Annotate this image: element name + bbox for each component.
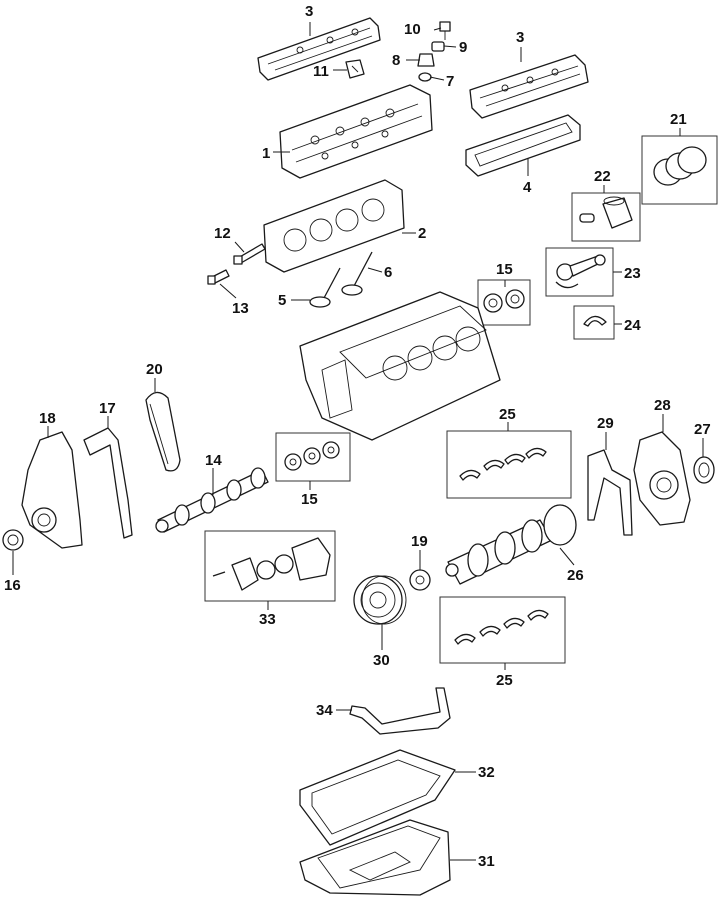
- callout-17: 17: [99, 400, 116, 417]
- callout-6: 6: [384, 264, 392, 281]
- callout-14: 14: [205, 452, 222, 469]
- head-gasket[interactable]: [263, 179, 405, 273]
- callout-3-right: 3: [516, 29, 524, 46]
- camshaft[interactable]: [155, 467, 269, 533]
- callout-22: 22: [594, 168, 611, 185]
- callout-9: 9: [459, 39, 467, 56]
- callout-15-top: 15: [496, 261, 513, 278]
- bolt-13[interactable]: [207, 269, 230, 285]
- callout-3-left: 3: [305, 3, 313, 20]
- valve-cover-right[interactable]: [469, 54, 589, 119]
- callout-1: 1: [262, 145, 270, 162]
- cam-bearings-top[interactable]: [477, 279, 531, 326]
- intake-valve-5[interactable]: [309, 267, 341, 308]
- cylinder-head[interactable]: [279, 84, 433, 179]
- valve-8[interactable]: [417, 53, 435, 67]
- piston-and-pin[interactable]: [571, 192, 641, 242]
- rear-cover-gasket[interactable]: [587, 449, 633, 536]
- oil-pump-assembly[interactable]: [204, 530, 336, 602]
- cam-bearings-middle[interactable]: [275, 432, 351, 482]
- callout-33: 33: [259, 611, 276, 628]
- harmonic-balancer[interactable]: [353, 575, 407, 625]
- main-bearings-upper[interactable]: [446, 430, 572, 499]
- callout-11: 11: [313, 63, 329, 80]
- exhaust-valve-6[interactable]: [341, 251, 373, 296]
- oil-pan[interactable]: [299, 819, 451, 896]
- head-bolt-12[interactable]: [233, 243, 266, 265]
- callout-16: 16: [4, 577, 21, 594]
- crank-sprocket[interactable]: [409, 569, 431, 591]
- callout-10: 10: [404, 21, 421, 38]
- connecting-rod[interactable]: [545, 247, 614, 297]
- callout-30: 30: [373, 652, 390, 669]
- engine-block[interactable]: [299, 291, 501, 441]
- callout-27: 27: [694, 421, 711, 438]
- callout-31: 31: [478, 853, 495, 870]
- callout-25-bottom: 25: [496, 672, 513, 689]
- piston-rings[interactable]: [641, 135, 718, 205]
- callout-15-middle: 15: [301, 491, 318, 508]
- callout-2: 2: [418, 225, 426, 242]
- rod-bearing[interactable]: [573, 305, 615, 340]
- valve-cover-gasket[interactable]: [465, 114, 581, 177]
- oil-pan-gasket[interactable]: [299, 749, 456, 846]
- timing-cover[interactable]: [21, 431, 83, 549]
- oil-pickup-tube[interactable]: [349, 687, 451, 735]
- callout-23: 23: [624, 265, 641, 282]
- callout-32: 32: [478, 764, 495, 781]
- callout-19: 19: [411, 533, 428, 550]
- leader-lines: [12, 22, 704, 861]
- callout-34: 34: [316, 702, 333, 719]
- rear-cover[interactable]: [633, 431, 691, 526]
- callout-21: 21: [670, 111, 687, 128]
- callout-12: 12: [214, 225, 231, 242]
- callout-26: 26: [567, 567, 584, 584]
- callout-4: 4: [523, 179, 532, 196]
- sensor-11[interactable]: [345, 59, 365, 79]
- timing-cover-gasket[interactable]: [83, 427, 133, 539]
- callout-13: 13: [232, 300, 249, 317]
- main-bearings-lower[interactable]: [439, 596, 566, 664]
- callout-8: 8: [392, 52, 400, 69]
- callout-28: 28: [654, 397, 671, 414]
- callout-labels: 3 3 10 9 8 7 11 1 4 2 12 13 6 5 15 21 22…: [4, 3, 711, 870]
- callout-25-top: 25: [499, 406, 516, 423]
- rear-seal[interactable]: [693, 456, 715, 484]
- crankshaft[interactable]: [445, 504, 577, 585]
- front-seal[interactable]: [2, 529, 24, 551]
- timing-chain[interactable]: [145, 391, 181, 472]
- cap-9[interactable]: [431, 41, 445, 52]
- callout-29: 29: [597, 415, 614, 432]
- valve-cover-left[interactable]: [257, 17, 381, 81]
- bolt-10[interactable]: [439, 21, 451, 40]
- callout-5: 5: [278, 292, 286, 309]
- callout-7: 7: [446, 73, 454, 90]
- callout-20: 20: [146, 361, 163, 378]
- callout-24: 24: [624, 317, 641, 334]
- callout-18: 18: [39, 410, 56, 427]
- seal-7[interactable]: [418, 72, 432, 82]
